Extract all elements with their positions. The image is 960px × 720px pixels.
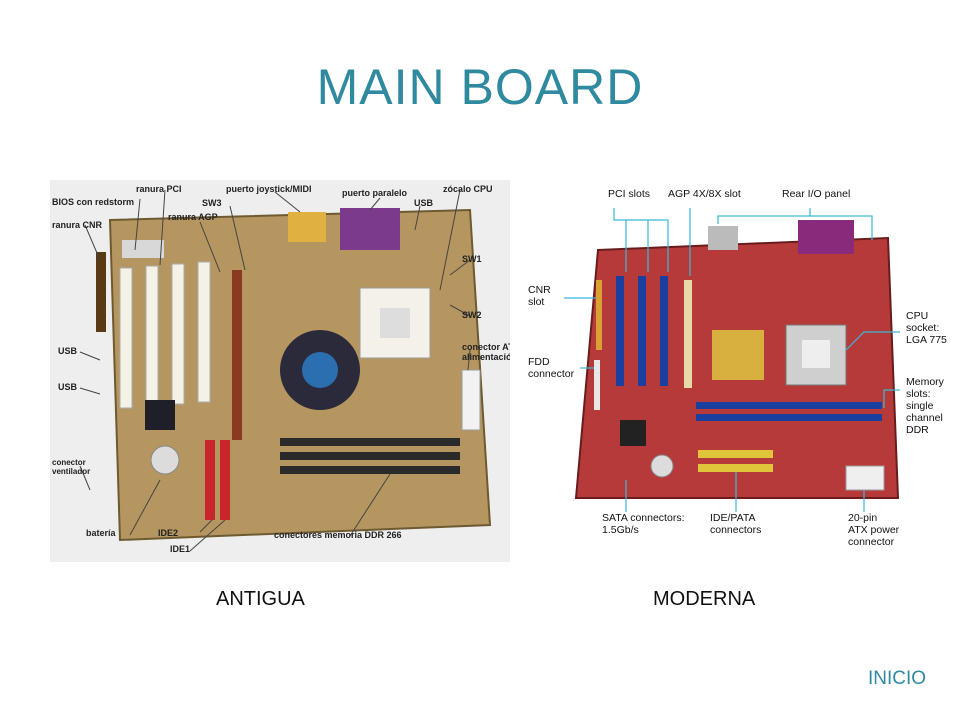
label-zocalo: zócalo CPU bbox=[443, 184, 493, 194]
label-ide-connectors: IDE/PATA connectors bbox=[710, 512, 762, 536]
label-bateria: batería bbox=[86, 528, 116, 538]
label-ventilador-2: ventilador bbox=[52, 467, 91, 476]
label-cnr-slot: CNR slot bbox=[528, 284, 551, 308]
label-ddr: conectores memoria DDR 266 bbox=[274, 530, 402, 540]
label-memory-slots: Memory slots: single channel DDR bbox=[906, 376, 944, 436]
label-agp-slot: AGP 4X/8X slot bbox=[668, 188, 741, 200]
label-joystick: puerto joystick/MIDI bbox=[226, 184, 312, 194]
label-sata-connectors: SATA connectors: 1.5Gb/s bbox=[602, 512, 685, 536]
label-ide1: IDE1 bbox=[170, 544, 191, 554]
label-rear-io: Rear I/O panel bbox=[782, 188, 851, 200]
label-ranura-pci: ranura PCI bbox=[136, 184, 182, 194]
label-ranura-cnr: ranura CNR bbox=[52, 220, 103, 230]
slide-title: MAIN BOARD bbox=[316, 59, 644, 115]
inicio-link[interactable]: INICIO bbox=[867, 668, 926, 689]
caption-antigua: ANTIGUA bbox=[216, 588, 305, 610]
caption-moderna: MODERNA bbox=[653, 588, 756, 610]
label-fdd-connector: FDD connector bbox=[528, 356, 575, 380]
label-cpu-socket: CPU socket: LGA 775 bbox=[906, 310, 947, 346]
label-usb-1: USB bbox=[58, 346, 78, 356]
label-sw1: SW1 bbox=[462, 254, 482, 264]
label-sw3: SW3 bbox=[202, 198, 222, 208]
label-ide2: IDE2 bbox=[158, 528, 179, 538]
label-sw2: SW2 bbox=[462, 310, 482, 320]
label-atx: conector ATX bbox=[462, 342, 510, 352]
label-ranura-agp: ranura AGP bbox=[168, 212, 218, 222]
label-atx-2: alimentación bbox=[462, 352, 510, 362]
label-atx-connector: 20-pin ATX power connector bbox=[848, 512, 900, 548]
old-motherboard-image: ranura PCI BIOS con redstorm SW3 puerto … bbox=[50, 180, 510, 562]
label-pci-slots: PCI slots bbox=[608, 188, 651, 200]
new-motherboard-image: PCI slots AGP 4X/8X slot Rear I/O panel … bbox=[528, 180, 956, 562]
label-bios: BIOS con redstorm bbox=[52, 197, 135, 207]
label-ventilador-1: conector bbox=[52, 458, 86, 467]
label-usb-2: USB bbox=[58, 382, 78, 392]
label-paralelo: puerto paralelo bbox=[342, 188, 408, 198]
label-usb-top: USB bbox=[414, 198, 434, 208]
